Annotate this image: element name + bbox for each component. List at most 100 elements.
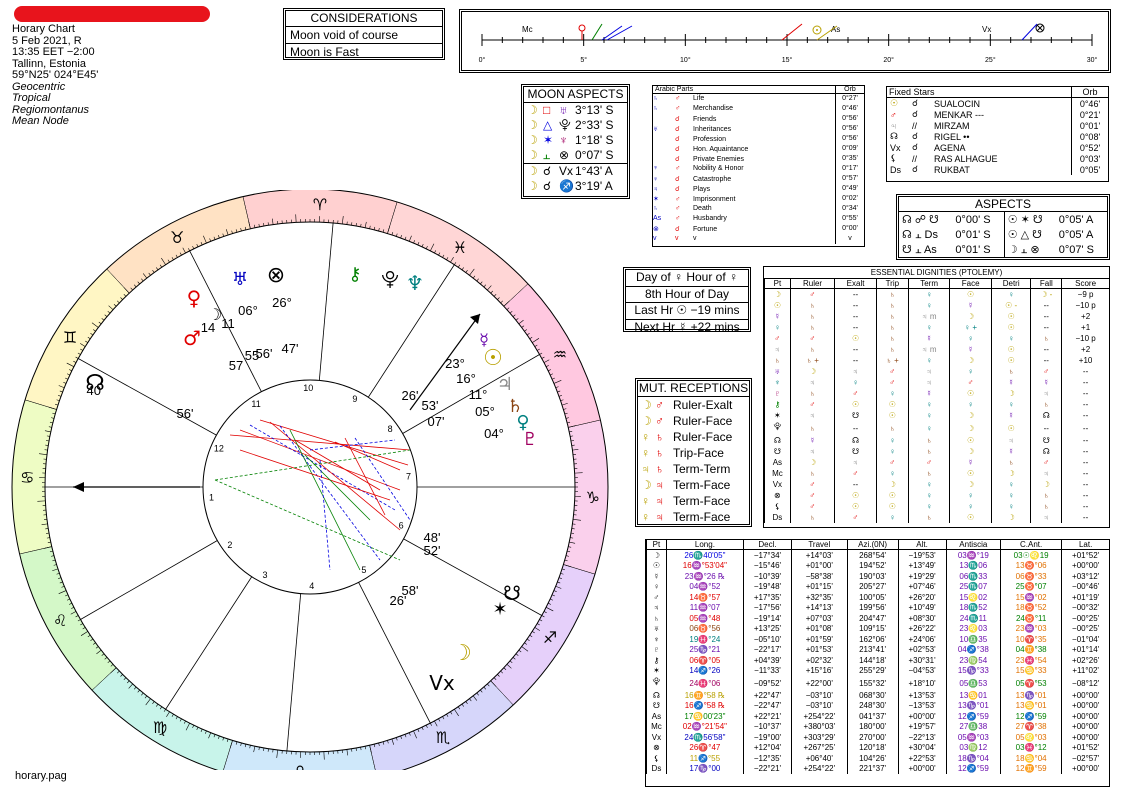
- degree-tick: [156, 703, 159, 707]
- degree-tick: [68, 602, 72, 605]
- dignity-value: ♀: [926, 423, 933, 433]
- degree-tick: [518, 319, 524, 325]
- degree-tick: [465, 701, 468, 704]
- dignity-value: ♄: [809, 423, 816, 433]
- position-value: −08°12': [1072, 678, 1100, 688]
- position-column-header: Decl.: [758, 540, 777, 549]
- part-name: Friends: [693, 115, 717, 123]
- degree-tick: [387, 225, 391, 234]
- dignity-value: --: [1082, 458, 1089, 467]
- degree-tick: [532, 338, 540, 343]
- dignity-value: ☉: [851, 502, 860, 511]
- dignity-value: +2: [1081, 345, 1091, 354]
- moon-icon: ☽: [527, 148, 538, 162]
- dignity-value: ♀: [1008, 502, 1015, 511]
- degree-tick: [175, 716, 178, 720]
- dignity-value: --: [1082, 378, 1089, 387]
- degree-tick: [48, 406, 57, 410]
- position-value: −03°10': [805, 690, 833, 700]
- part-orb: 0°09': [842, 145, 858, 152]
- degree-tick: [472, 275, 476, 279]
- degree-tick: [446, 713, 449, 717]
- planet-degree-label: 04°: [484, 426, 504, 441]
- star-planet-icon: Ds: [890, 164, 901, 175]
- aspect-icon: ☌: [543, 179, 552, 193]
- dignity-value: ♃: [1043, 389, 1050, 398]
- degree-tick: [568, 546, 572, 548]
- degree-tick: [425, 245, 428, 249]
- degree-tick: [123, 287, 130, 294]
- star-planet-icon: ♃: [890, 120, 897, 131]
- part-name: Death: [693, 205, 712, 212]
- position-value: 23♓°54: [1015, 655, 1047, 665]
- degree-tick: [80, 343, 86, 347]
- dignity-value: ♄: [889, 301, 896, 310]
- degree-tick: [98, 321, 102, 325]
- degree-tick: [66, 598, 70, 601]
- position-point: ☽: [652, 550, 661, 560]
- dignity-point: ♀: [774, 323, 781, 332]
- dignity-value: +10: [1078, 356, 1093, 365]
- degree-tick: [346, 749, 349, 756]
- part-orb: v: [848, 235, 852, 242]
- aspect-line: [319, 459, 331, 571]
- dignity-value: --: [1082, 491, 1089, 500]
- position-value: 041°37': [859, 711, 887, 721]
- part-planet-icon: ✶: [653, 195, 659, 203]
- degree-tick: [107, 310, 111, 314]
- part-aspect-icon: ♂: [675, 205, 681, 212]
- planet-icon: Vx: [559, 164, 574, 178]
- part-aspect-icon: ☌: [675, 155, 680, 163]
- chart-info: Horary Chart 5 Feb 2021, R 13:35 EET −2:…: [12, 23, 98, 128]
- planet-degree-label: 56': [256, 346, 273, 361]
- degree-tick: [373, 226, 376, 230]
- degree-tick: [235, 741, 238, 745]
- degree-tick: [192, 245, 195, 249]
- dignity-value: ♀: [1008, 290, 1015, 299]
- house-cusp-line: [286, 593, 302, 752]
- position-value: 204°47': [859, 613, 887, 623]
- degree-tick: [561, 402, 568, 406]
- position-value: 06♉°56: [689, 624, 721, 634]
- degree-tick: [41, 523, 48, 526]
- position-column-header: C.Ant.: [1020, 540, 1043, 549]
- dignity-value: ♃ m: [921, 345, 937, 354]
- dignity-value: ♃: [1043, 513, 1050, 522]
- degree-tick: [421, 727, 424, 731]
- position-value: +254°22': [803, 711, 836, 721]
- degree-tick: [192, 725, 195, 729]
- degree-tick: [218, 235, 220, 239]
- house-cusp-line: [403, 538, 542, 616]
- moon-aspect-row: ☽△⯓2°33' S: [524, 118, 627, 133]
- dignity-value: ☊: [852, 436, 860, 445]
- degree-tick: [564, 412, 568, 415]
- degree-tick: [545, 607, 554, 612]
- dignity-value: ☉: [851, 334, 860, 343]
- degree-tick: [142, 273, 148, 279]
- reception-planet-icon: ♄: [655, 462, 664, 476]
- degree-tick: [518, 649, 522, 653]
- dignity-value: +2: [1081, 312, 1091, 321]
- position-point: ♆: [653, 634, 660, 644]
- house-cusp-line: [367, 264, 455, 398]
- position-value: +01°53': [805, 645, 833, 655]
- planet-glyph-icon: ♂: [183, 326, 201, 350]
- dignity-value: --: [1043, 323, 1049, 332]
- dignity-value: ☉: [888, 502, 896, 511]
- position-value: 12♐°59: [957, 711, 989, 721]
- position-value: 16♒°53'04": [682, 561, 728, 571]
- degree-tick: [51, 417, 55, 419]
- moon-icon: ☽: [527, 118, 538, 132]
- dignity-value: ☽: [967, 447, 975, 456]
- dignity-value: ♀: [926, 290, 933, 299]
- zodiac-sign-icon: ♑: [586, 488, 600, 507]
- degree-tick: [47, 541, 51, 544]
- dignity-value: ☽: [888, 480, 896, 489]
- planet-glyph-icon: ♀: [516, 412, 529, 433]
- position-value: 18♏52: [959, 603, 988, 613]
